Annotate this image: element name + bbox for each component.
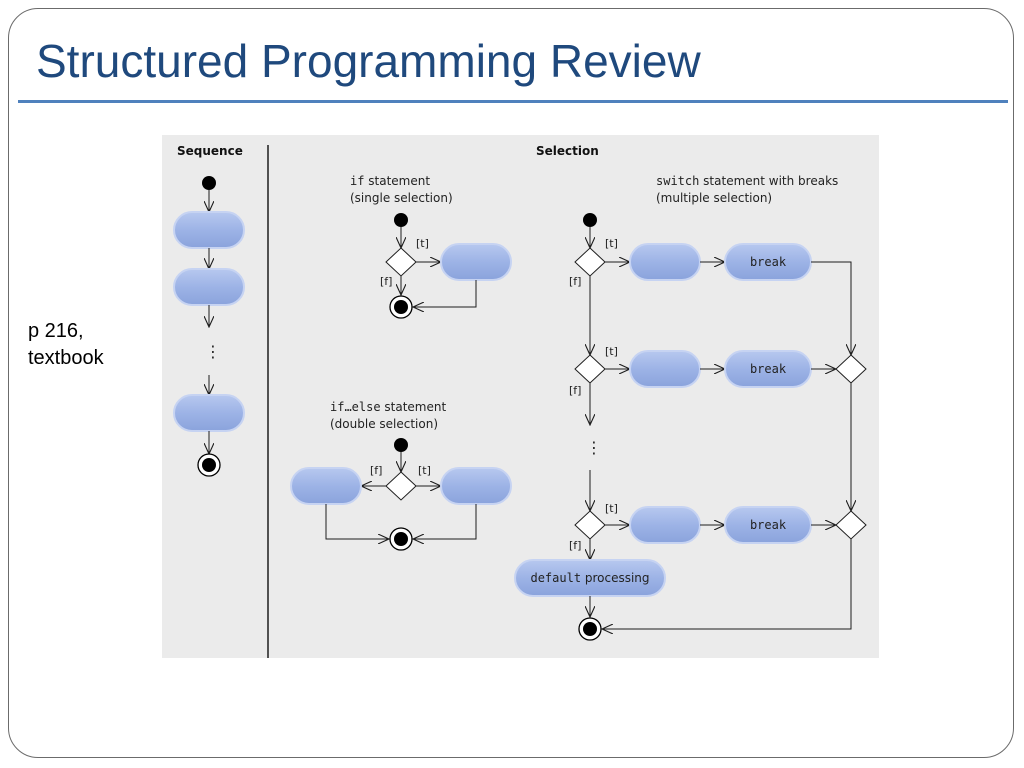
switch-merge-node-1 [835, 354, 867, 384]
switch-caption-sub: (multiple selection) [656, 191, 772, 205]
switch-ellipsis: ⋮ [586, 438, 602, 457]
switch-statement-flow: switch statement with breaks (multiple s… [514, 174, 867, 641]
switch-merge-node-2 [835, 510, 867, 540]
switch-case-1-break-label: break [750, 255, 787, 269]
sequence-header: Sequence [177, 144, 243, 158]
if-guard-false: [f] [380, 275, 392, 288]
sequence-flow: ⋮ [173, 176, 245, 477]
if-else-caption: if…else statement [330, 400, 446, 414]
switch-case-1-action [629, 243, 701, 281]
if-true-action [440, 243, 512, 281]
activity-diagram: Sequence Selection ⋮ if statement (singl… [162, 135, 879, 658]
if-else-true-action [440, 467, 512, 505]
switch-case-2-action [629, 350, 701, 388]
switch-case-2-guard-false: [f] [569, 384, 581, 397]
switch-case-n-decision [574, 510, 606, 540]
switch-case-n-action [629, 506, 701, 544]
switch-case-1-decision [574, 247, 606, 277]
switch-case-1-guard-false: [f] [569, 275, 581, 288]
if-caption: if statement [350, 174, 430, 188]
if-else-initial-node [394, 438, 408, 452]
if-else-decision-node [385, 471, 417, 501]
if-else-caption-sub: (double selection) [330, 417, 438, 431]
if-guard-true: [t] [416, 237, 429, 250]
switch-default-label: default processing [530, 571, 649, 585]
title-rule [18, 100, 1008, 103]
slide-title: Structured Programming Review [36, 35, 701, 87]
side-note-line-1: p 216, [28, 320, 84, 342]
if-else-guard-true: [t] [418, 464, 431, 477]
switch-initial-node [583, 213, 597, 227]
switch-case-n-break-label: break [750, 518, 787, 532]
if-else-false-action [290, 467, 362, 505]
switch-case-n-guard-true: [t] [605, 502, 618, 515]
switch-case-2-guard-true: [t] [605, 345, 618, 358]
if-decision-node [385, 247, 417, 277]
side-note: p 216, textbook [28, 318, 104, 372]
side-note-line-2: textbook [28, 347, 104, 369]
if-caption-sub: (single selection) [350, 191, 453, 205]
if-statement-flow: if statement (single selection) [t] [f] [350, 174, 512, 319]
sequence-initial-node [202, 176, 216, 190]
sequence-action-3 [173, 394, 245, 432]
selection-header: Selection [536, 144, 599, 158]
if-else-guard-false: [f] [370, 464, 382, 477]
switch-case-n-guard-false: [f] [569, 539, 581, 552]
if-else-statement-flow: if…else statement (double selection) [f]… [290, 400, 512, 551]
sequence-action-2 [173, 268, 245, 306]
switch-caption: switch statement with breaks [656, 174, 838, 188]
switch-case-2-break-label: break [750, 362, 787, 376]
sequence-action-1 [173, 211, 245, 249]
if-initial-node [394, 213, 408, 227]
switch-case-2-decision [574, 354, 606, 384]
diagram-canvas: Sequence Selection ⋮ if statement (singl… [173, 144, 867, 658]
switch-case-1-guard-true: [t] [605, 237, 618, 250]
sequence-ellipsis: ⋮ [205, 342, 221, 361]
